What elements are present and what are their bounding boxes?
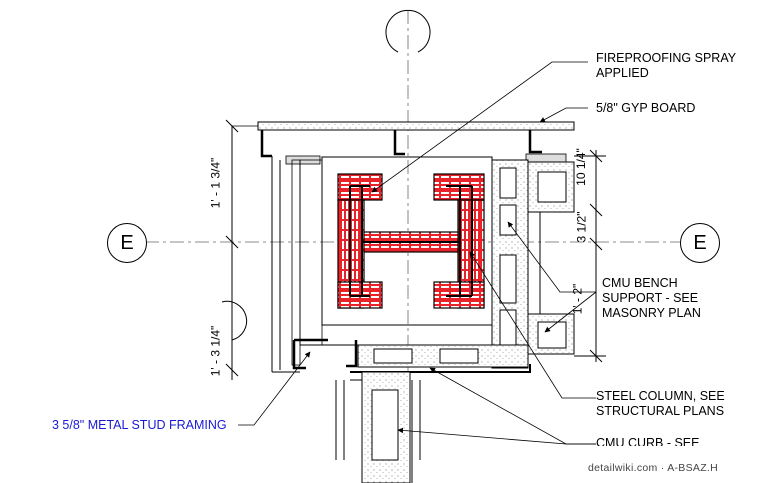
label-fireproofing-line1: FIREPROOFING SPRAY [596, 51, 737, 65]
dim-lines-right [574, 149, 606, 363]
dim-lines-left [221, 119, 248, 380]
grid-bubble-left-label: E [120, 231, 134, 254]
label-cmu-bench-line3: MASONRY PLAN [602, 306, 701, 320]
label-fireproofing: FIREPROOFING SPRAY APPLIED [596, 51, 736, 81]
grid-bubble-right: E [680, 223, 720, 263]
label-cmu-bench-line1: CMU BENCH [602, 276, 678, 290]
dim-right-3: 1' - 2" [570, 283, 585, 315]
top-grid-bubble [385, 9, 431, 53]
label-fireproofing-line2: APPLIED [596, 66, 649, 80]
dim-left-lower: 1' - 3 1/4" [208, 325, 223, 377]
label-steel-column-line2: STRUCTURAL PLANS [596, 404, 725, 418]
cmu-wall-right [491, 159, 575, 369]
gyp-board-top [232, 121, 575, 165]
label-metal-stud: 3 5/8" METAL STUD FRAMING [52, 418, 227, 432]
label-steel-column: STEEL COLUMN, SEE STRUCTURAL PLANS [596, 389, 725, 419]
label-steel-column-line1: STEEL COLUMN, SEE [596, 389, 725, 403]
dim-left-upper: 1' - 1 3/4" [208, 157, 223, 209]
label-gyp-board: 5/8" GYP BOARD [596, 101, 696, 115]
dim-right-1: 10 1/4" [573, 148, 588, 186]
cmu-wall-bottom [335, 371, 421, 483]
grid-bubble-right-label: E [693, 231, 707, 254]
label-cmu-bench: CMU BENCH SUPPORT - SEE MASONRY PLAN [602, 276, 701, 321]
label-cmu-curb: CMU CURB - SEE [596, 436, 700, 446]
cmu-curb [350, 344, 531, 381]
steel-column [337, 173, 485, 309]
leader-lines [238, 61, 597, 445]
label-cmu-bench-line2: SUPPORT - SEE [602, 291, 699, 305]
dim-right-2: 3 1/2" [574, 211, 589, 243]
watermark: detailwiki.com · A-BSAZ.H [588, 462, 719, 474]
grid-bubble-left: E [107, 223, 147, 263]
